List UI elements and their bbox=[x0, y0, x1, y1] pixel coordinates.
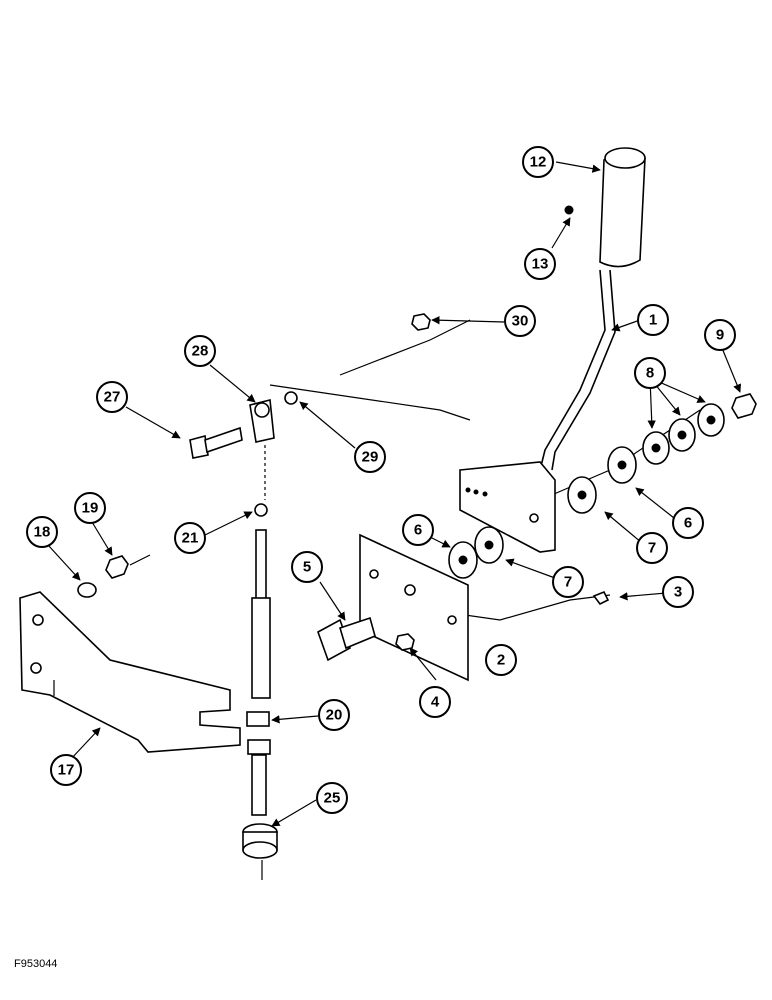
svg-text:13: 13 bbox=[532, 256, 549, 273]
callout-1: 1 bbox=[637, 304, 669, 336]
callout-7b: 7 bbox=[636, 532, 668, 564]
callout-28: 28 bbox=[184, 335, 216, 367]
svg-text:12: 12 bbox=[530, 154, 547, 171]
svg-text:4: 4 bbox=[431, 694, 440, 711]
nuts bbox=[77, 313, 757, 651]
svg-text:25: 25 bbox=[324, 790, 341, 807]
svg-text:17: 17 bbox=[58, 762, 75, 779]
shift-lever bbox=[459, 269, 616, 553]
callout-6b: 6 bbox=[672, 507, 704, 539]
svg-text:3: 3 bbox=[674, 584, 682, 601]
callout-9: 9 bbox=[704, 319, 736, 351]
callout-12: 12 bbox=[522, 146, 554, 178]
callout-19: 19 bbox=[74, 492, 106, 524]
callout-18: 18 bbox=[26, 516, 58, 548]
callout-17: 17 bbox=[50, 754, 82, 786]
figure-id: F953044 bbox=[14, 958, 58, 970]
svg-text:5: 5 bbox=[303, 559, 311, 576]
control-rod bbox=[242, 503, 278, 859]
callout-6a: 6 bbox=[402, 514, 434, 546]
washers bbox=[448, 403, 725, 579]
callout-29: 29 bbox=[354, 441, 386, 473]
svg-text:2: 2 bbox=[497, 652, 505, 669]
svg-text:6: 6 bbox=[414, 522, 422, 539]
mounting-plate bbox=[359, 533, 469, 682]
bracket bbox=[19, 591, 241, 753]
callout-21: 21 bbox=[174, 522, 206, 554]
svg-text:1: 1 bbox=[649, 312, 657, 329]
callout-3: 3 bbox=[662, 576, 694, 608]
callout-27: 27 bbox=[96, 381, 128, 413]
svg-text:9: 9 bbox=[716, 327, 724, 344]
svg-text:20: 20 bbox=[326, 707, 343, 724]
bolt bbox=[317, 616, 376, 662]
callout-8: 8 bbox=[634, 357, 666, 389]
svg-text:18: 18 bbox=[34, 524, 51, 541]
shift-knob bbox=[564, 147, 646, 268]
callout-13: 13 bbox=[524, 248, 556, 280]
callout-2: 2 bbox=[485, 644, 517, 676]
callout-30: 30 bbox=[504, 305, 536, 337]
svg-text:7: 7 bbox=[648, 540, 656, 557]
callout-4: 4 bbox=[419, 686, 451, 718]
svg-text:21: 21 bbox=[182, 530, 199, 547]
svg-text:19: 19 bbox=[82, 500, 99, 517]
callout-leaders bbox=[47, 161, 742, 827]
rod-end-assembly bbox=[189, 391, 298, 459]
callout-25: 25 bbox=[316, 782, 348, 814]
svg-text:28: 28 bbox=[192, 343, 209, 360]
callout-5: 5 bbox=[291, 551, 323, 583]
svg-text:8: 8 bbox=[646, 365, 654, 382]
svg-text:29: 29 bbox=[362, 449, 379, 466]
callouts: 1 2 3 4 5 6 6 7 7 8 9 12 13 17 18 19 20 … bbox=[26, 146, 736, 814]
svg-text:6: 6 bbox=[684, 515, 692, 532]
callout-7a: 7 bbox=[552, 566, 584, 598]
svg-text:27: 27 bbox=[104, 389, 121, 406]
svg-text:30: 30 bbox=[512, 313, 529, 330]
svg-text:7: 7 bbox=[564, 574, 572, 591]
callout-20: 20 bbox=[318, 699, 350, 731]
